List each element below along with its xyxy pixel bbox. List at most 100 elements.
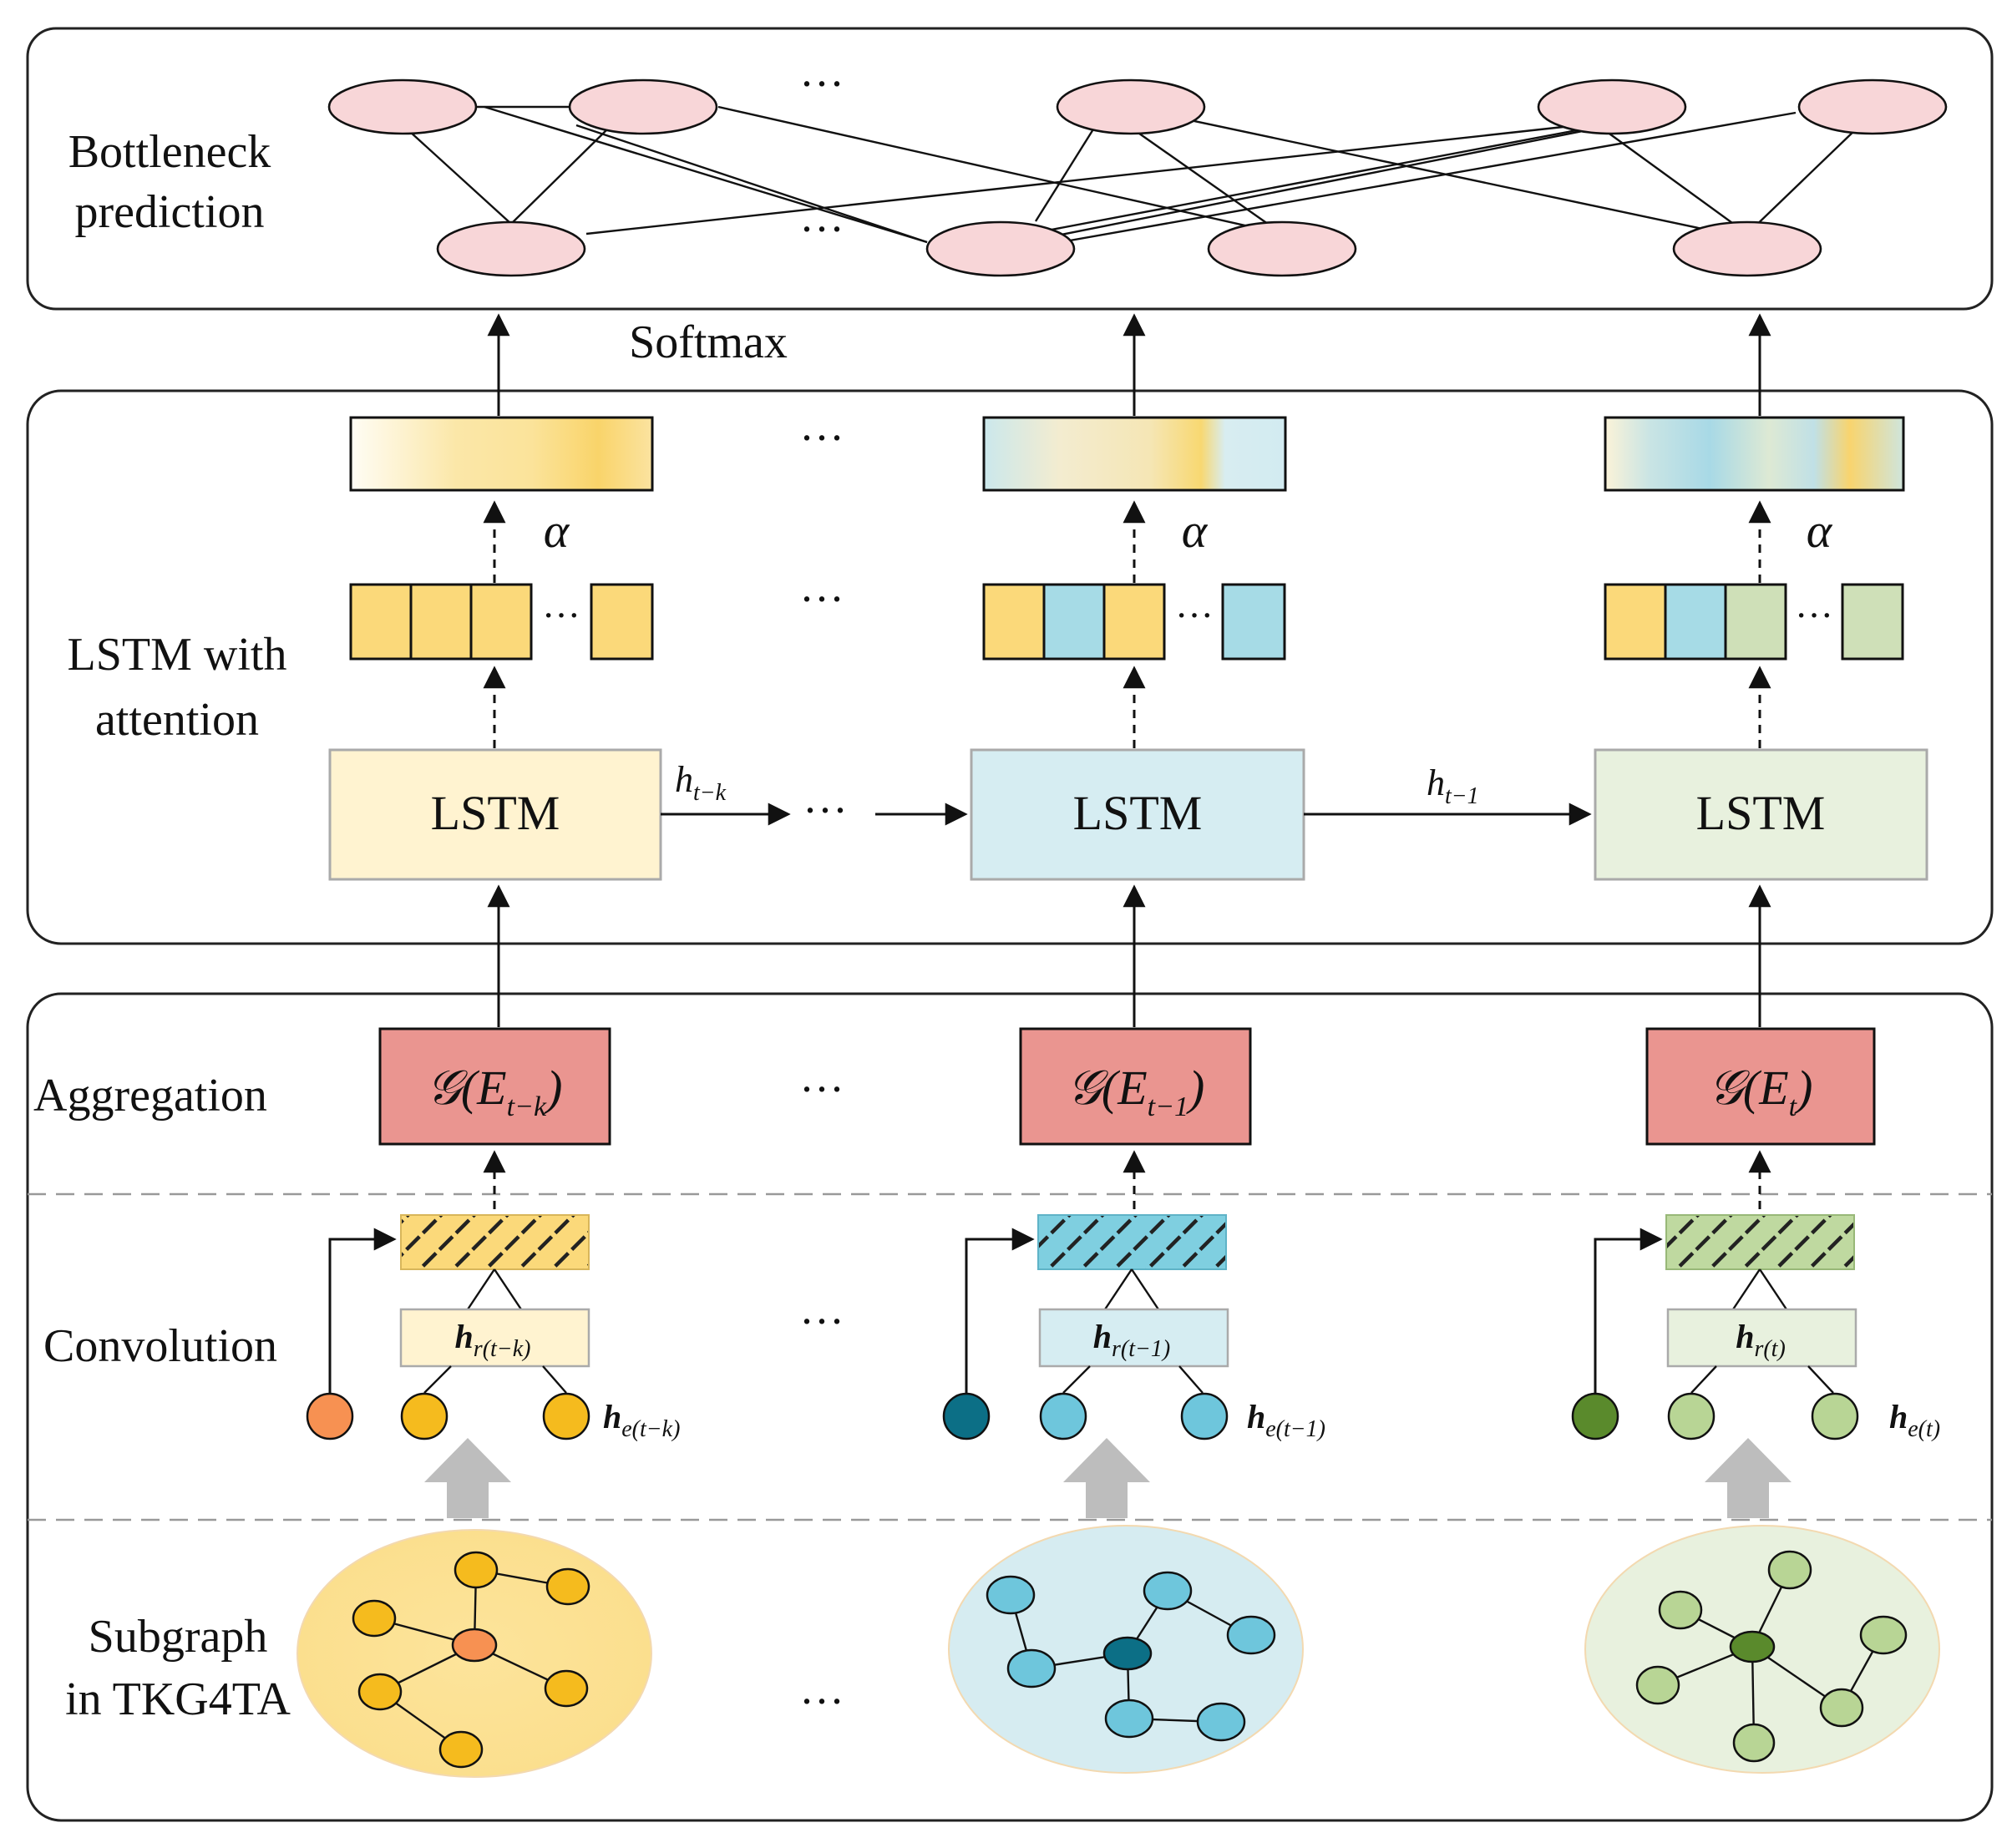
entity-node: [400, 1392, 449, 1440]
column-t-minus-1: α ··· LSTM 𝒢(Et−1) hr(t−1) he(t−1): [942, 313, 1325, 1774]
conv-tree-line: [467, 1268, 495, 1310]
subgraph-3: [1635, 1550, 1908, 1763]
sg-node: [454, 1551, 499, 1589]
lstm-label-2: LSTM: [1073, 786, 1203, 840]
entity-node: [1039, 1392, 1087, 1440]
bn-edge: [1603, 129, 1748, 235]
aggregation-box-2: [1019, 1027, 1252, 1146]
sg-node: [1226, 1615, 1276, 1655]
sg-node: [357, 1673, 403, 1711]
cell: [469, 583, 533, 661]
bn-edge: [585, 124, 1579, 235]
alpha-label-1: α: [544, 504, 570, 558]
bn-edge: [993, 111, 1797, 256]
sg-center-node: [451, 1628, 498, 1663]
entity-node: [1811, 1392, 1859, 1440]
cell: [349, 583, 413, 661]
sg-node: [1635, 1665, 1680, 1705]
sg-node: [1732, 1723, 1776, 1763]
bn-edge: [1034, 124, 1097, 222]
sg-node: [1196, 1702, 1246, 1742]
aggregation-box-1: [378, 1027, 611, 1146]
lstm-label-1: LSTM: [431, 786, 560, 840]
lstm-box-2: [970, 748, 1305, 881]
entity-label-2: he(t−1): [1247, 1398, 1325, 1442]
conv-hatched-bar-1: [400, 1214, 590, 1270]
cell: [1102, 583, 1166, 661]
bn-edge: [484, 105, 928, 244]
layer-label-lstm-2: attention: [95, 694, 259, 746]
up-arrow-gray-3: [1705, 1438, 1792, 1518]
up-arrow-gray-2: [1063, 1438, 1150, 1518]
entity-node: [1180, 1392, 1229, 1440]
relation-embedding-box-2: [1038, 1308, 1229, 1368]
entity-node: [1667, 1392, 1716, 1440]
conv-tree-line: [542, 1365, 567, 1394]
conv-tree-line: [1062, 1365, 1091, 1394]
aggregation-label-1: 𝒢(Et−k): [427, 1061, 563, 1122]
conv-tree-line: [1104, 1268, 1133, 1310]
center-entity-node-1: [306, 1392, 354, 1440]
conv-tree-line: [423, 1365, 452, 1394]
bottleneck-node: [327, 78, 478, 135]
hidden-state-cells-1: ···: [349, 583, 654, 661]
subgraph-1: [352, 1551, 590, 1769]
sg-node: [1143, 1571, 1193, 1611]
bottleneck-node: [436, 220, 586, 277]
sg-node: [986, 1575, 1036, 1615]
sg-node: [1819, 1688, 1864, 1728]
bottleneck-node: [925, 220, 1076, 277]
bn-edge: [575, 124, 928, 244]
cell-ellipsis: ···: [542, 594, 580, 636]
conv-tree-line: [494, 1268, 522, 1310]
bottleneck-graph: ··· ···: [327, 58, 1948, 277]
lstm-label-3: LSTM: [1696, 786, 1826, 840]
sg-center-node: [1102, 1636, 1153, 1671]
center-entity-node-2: [942, 1392, 991, 1440]
bn-edge: [1746, 126, 1859, 235]
bottleneck-node: [1537, 78, 1687, 135]
layer-label-subgraph-2: in TKG4TA: [65, 1673, 291, 1725]
sg-node: [1859, 1615, 1908, 1655]
cell: [1664, 583, 1727, 661]
relation-label-3: hr(t): [1736, 1318, 1786, 1362]
layer-label-convolution: Convolution: [43, 1320, 277, 1372]
ellipsis-attention-bars: ···: [799, 413, 844, 463]
ellipsis-subgraph: ···: [799, 1676, 844, 1726]
relation-embedding-box-1: [399, 1308, 590, 1368]
hidden-state-cells-2: ···: [982, 583, 1286, 661]
sg-node: [352, 1599, 397, 1638]
relation-label-1: hr(t−k): [455, 1318, 531, 1362]
ellipsis-bottleneck-top: ···: [799, 58, 844, 109]
hidden-state-cells-3: ···: [1604, 583, 1904, 661]
sg-node: [544, 1669, 589, 1708]
cell: [1221, 583, 1286, 661]
lstm-chain-ellipsis: ···: [803, 785, 848, 835]
bn-edge: [985, 122, 1613, 244]
cell-ellipsis: ···: [1175, 594, 1214, 636]
bn-edge: [989, 124, 1613, 251]
center-entity-node-3: [1571, 1392, 1619, 1440]
layer-label-subgraph-1: Subgraph: [89, 1611, 268, 1663]
entity-to-conv-arrow-2: [965, 1228, 1035, 1393]
hidden-state-label-right: ht−1: [1427, 762, 1479, 809]
column-t: α ··· LSTM 𝒢(Et) hr(t) he(t): [1571, 313, 1940, 1774]
aggregation-label-3: 𝒢(Et): [1709, 1061, 1813, 1122]
attention-output-bar-2: [982, 416, 1287, 492]
subgraph-2: [986, 1571, 1276, 1742]
hidden-state-label-left: ht−k: [675, 759, 727, 806]
layer-label-lstm-1: LSTM with: [68, 629, 287, 681]
column-t-minus-k: α ··· LSTM 𝒢(Et−k) hr(t−k) he(t−k): [296, 313, 680, 1778]
entity-label-1: he(t−k): [603, 1398, 680, 1442]
alpha-label-2: α: [1182, 504, 1209, 558]
bn-edge: [717, 105, 1283, 235]
layer-label-bottleneck-1: Bottleneck: [68, 126, 271, 178]
ellipsis-bottleneck-bottom: ···: [799, 204, 844, 254]
conv-tree-line: [1759, 1268, 1787, 1310]
cell: [1042, 583, 1106, 661]
entity-node: [542, 1392, 590, 1440]
bottleneck-node: [1797, 78, 1948, 135]
cell: [590, 583, 654, 661]
